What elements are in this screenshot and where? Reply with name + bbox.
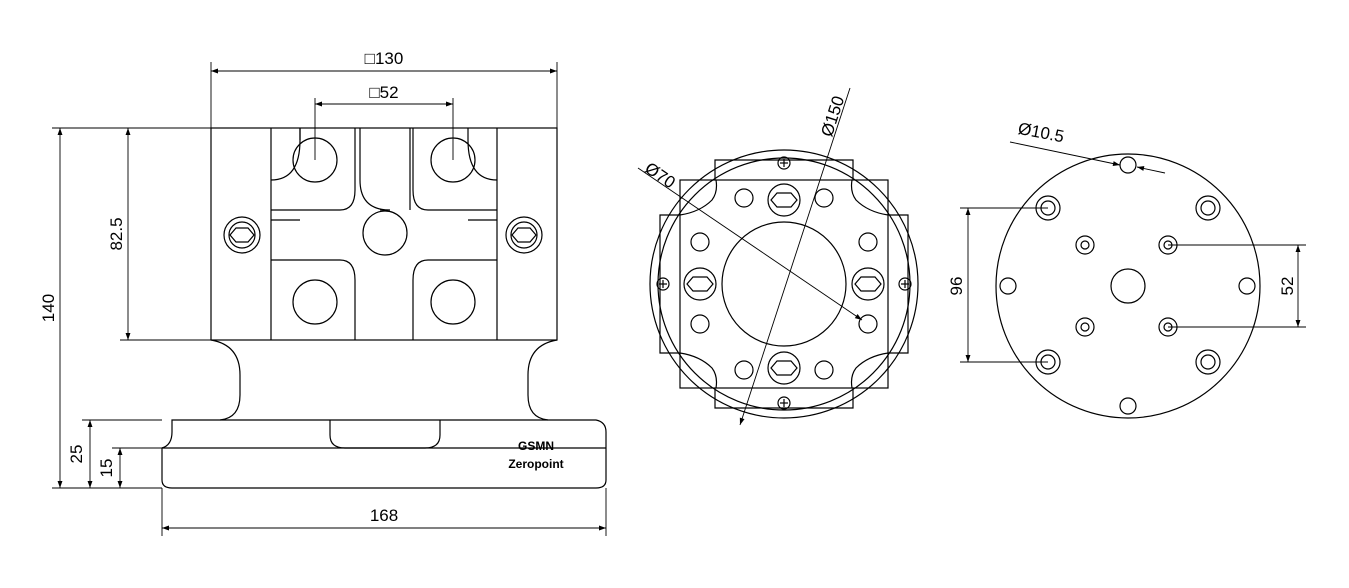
- dim-height-flange: 15: [97, 459, 116, 478]
- dim-pitch-outer: 96: [947, 277, 966, 296]
- dim-width-top: □130: [365, 49, 404, 68]
- dim-pitch-inner: 52: [1278, 277, 1297, 296]
- base-flange: [161, 419, 607, 489]
- top-view: Ø150 Ø70: [637, 87, 919, 426]
- hole: [292, 279, 338, 325]
- bottom-view: 96 52 Ø10.5: [947, 119, 1306, 419]
- center-hole: [362, 210, 408, 256]
- side-view: GSMN Zeropoint □130 □52 140 82.5 25 15 1…: [39, 49, 607, 536]
- bore: [721, 221, 847, 347]
- side-screw: [505, 216, 543, 254]
- side-screw: [223, 216, 261, 254]
- base-slot: [329, 420, 441, 449]
- brand-line2: Zeropoint: [508, 457, 563, 471]
- brand-line1: GSMN: [518, 439, 554, 453]
- dim-dia-bore: Ø70: [641, 159, 678, 193]
- dim-height-upper: 82.5: [107, 217, 126, 250]
- dim-height-total: 140: [39, 294, 58, 322]
- dim-dia-hole: Ø10.5: [1017, 119, 1066, 146]
- dim-width-base: 168: [370, 506, 398, 525]
- dim-width-inner: □52: [369, 83, 398, 102]
- upper-block: [210, 127, 558, 341]
- bottom-disc: [995, 153, 1261, 419]
- dim-dia-outer: Ø150: [817, 94, 848, 139]
- dim-height-base: 25: [67, 445, 86, 464]
- hole: [430, 279, 476, 325]
- outer-ring: [649, 149, 919, 419]
- neck: [210, 339, 558, 421]
